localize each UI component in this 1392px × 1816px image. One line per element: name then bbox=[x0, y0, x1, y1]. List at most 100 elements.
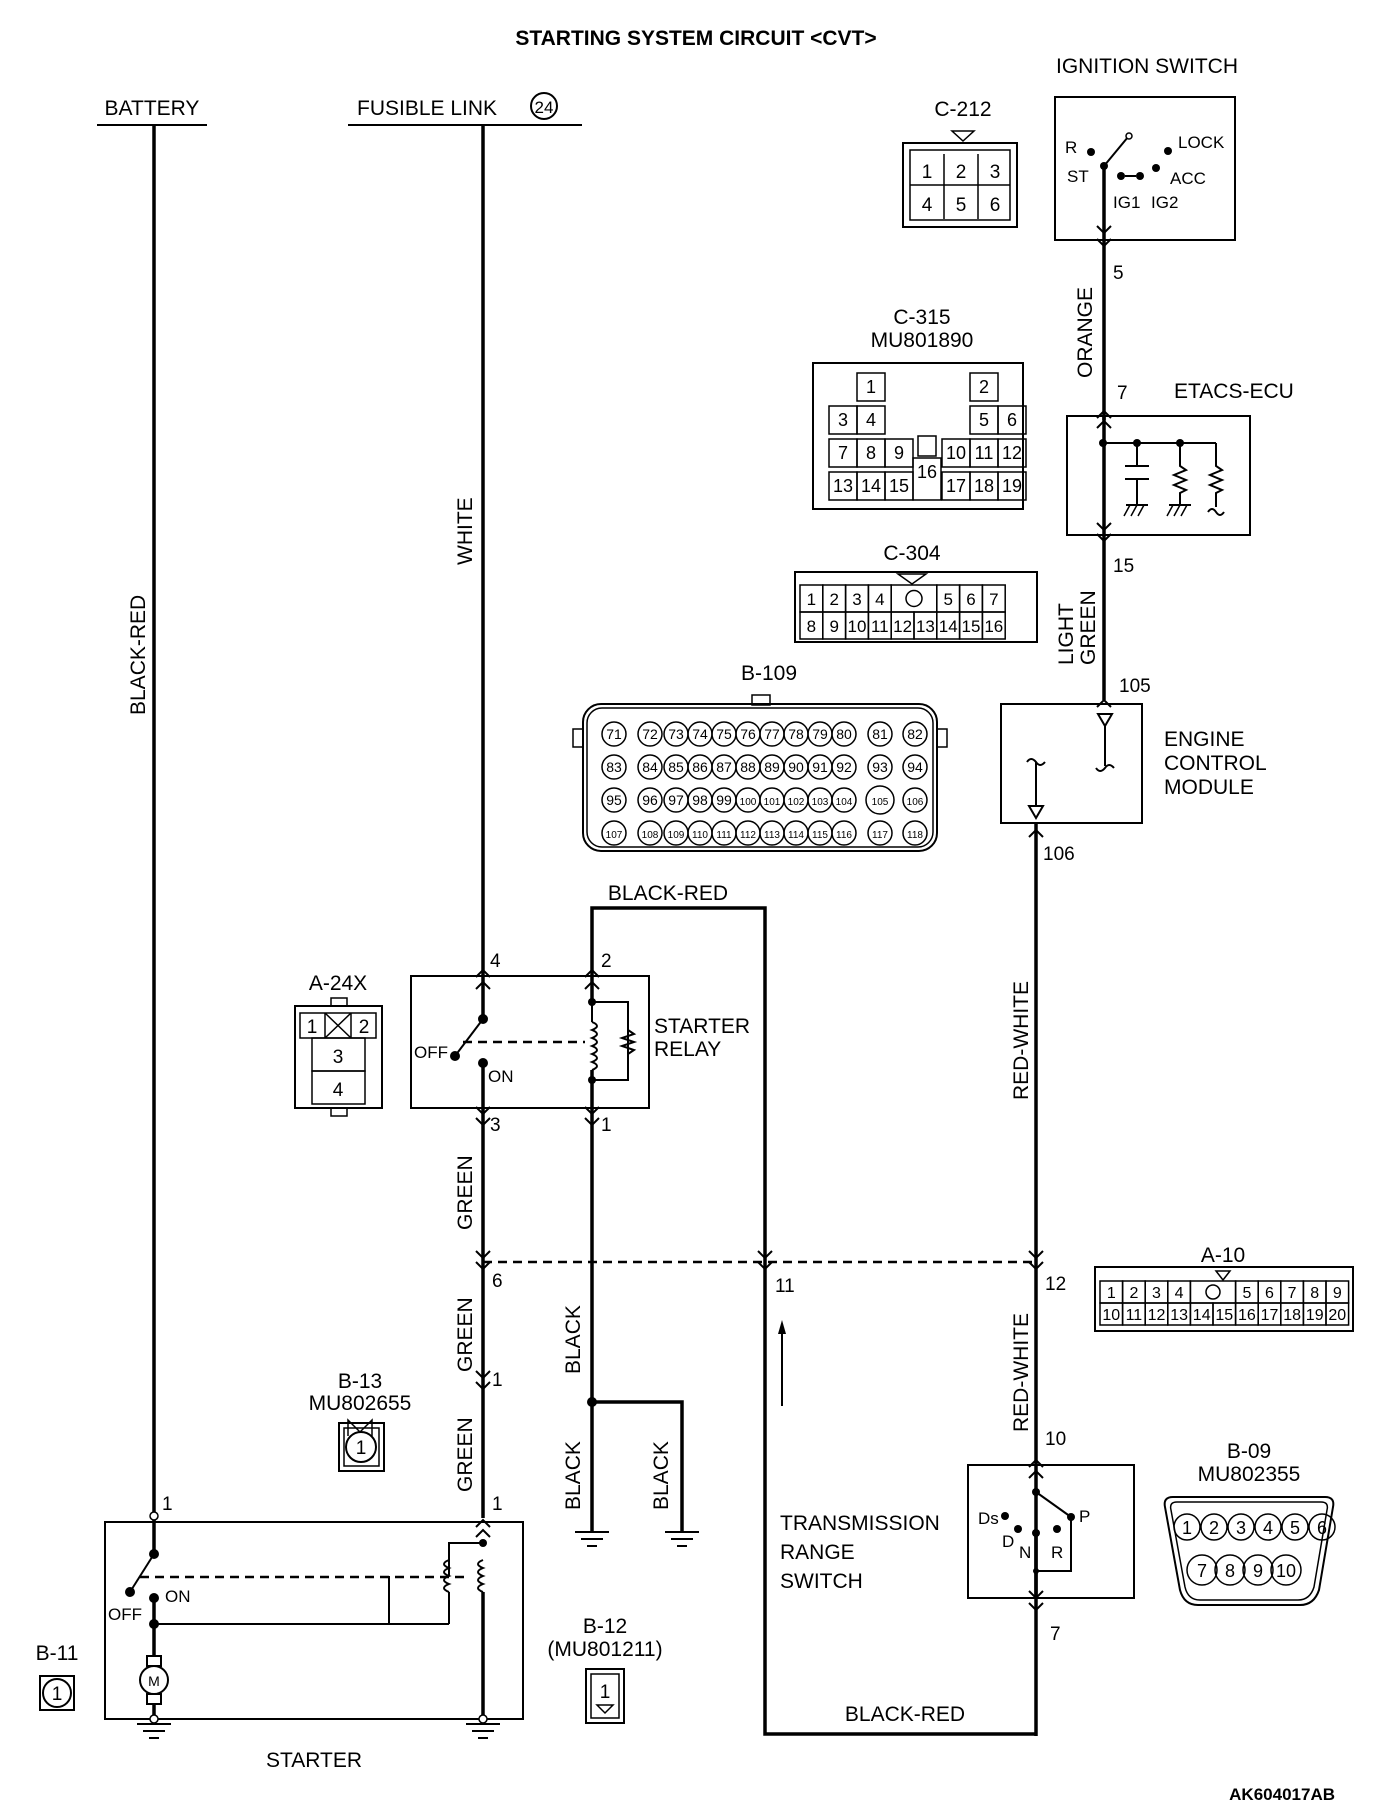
b09-pin-circle bbox=[1173, 1513, 1201, 1541]
a10-pin: 17 bbox=[1261, 1307, 1279, 1324]
terminal-chevron-icon bbox=[475, 1106, 491, 1116]
a10-pin: 11 bbox=[1126, 1307, 1143, 1324]
relay-switch-icon bbox=[450, 976, 585, 1108]
terminal-chevron-icon bbox=[1096, 238, 1112, 248]
b109-pin-circle bbox=[831, 787, 857, 813]
starter-pin-s: 1 bbox=[492, 1494, 503, 1515]
starter-motor-icon bbox=[139, 1655, 169, 1718]
c315-pin: 10 bbox=[946, 443, 966, 463]
a10-pin: 12 bbox=[1148, 1307, 1166, 1324]
c315-cell bbox=[997, 405, 1027, 435]
b109-pin: 82 bbox=[907, 726, 923, 742]
terminal-chevron-icon bbox=[584, 968, 600, 978]
c304-pin: 12 bbox=[893, 617, 912, 636]
b09-pin: 6 bbox=[1317, 1518, 1327, 1538]
c315-pin: 5 bbox=[979, 410, 989, 430]
starter-relay-label-1: STARTER bbox=[654, 1015, 750, 1038]
starter-relay-box[interactable] bbox=[410, 975, 650, 1109]
c315-pin: 15 bbox=[889, 476, 909, 496]
b109-pin-circle bbox=[637, 820, 663, 846]
b109-pin: 75 bbox=[716, 726, 732, 742]
black-red-wire[interactable] bbox=[590, 906, 1036, 1736]
c304-cell bbox=[890, 584, 938, 613]
c315-pin: 17 bbox=[946, 476, 966, 496]
ecm-internal-circuit-icon bbox=[1026, 713, 1115, 820]
b109-pin: 101 bbox=[764, 797, 781, 808]
b09-pin-circle bbox=[1281, 1513, 1309, 1541]
ign-pin-5: 5 bbox=[1113, 263, 1124, 284]
trs-pos-d: D bbox=[1002, 1532, 1014, 1551]
b109-pin-circle bbox=[831, 754, 857, 780]
motor-label: M bbox=[148, 1673, 160, 1689]
terminal-chevron-icon bbox=[1028, 1602, 1044, 1612]
b109-pin-circle bbox=[601, 721, 627, 747]
c212-connector bbox=[902, 130, 1018, 228]
ecm-label-2: CONTROL bbox=[1164, 752, 1267, 775]
ignition-switch-box[interactable] bbox=[1054, 96, 1236, 241]
c304-label: C-304 bbox=[883, 542, 941, 565]
trs-pos-r: R bbox=[1051, 1543, 1063, 1562]
trs-box[interactable] bbox=[967, 1464, 1135, 1599]
etacs-label: ETACS-ECU bbox=[1174, 380, 1294, 403]
b109-pin: 103 bbox=[812, 797, 829, 808]
c315-pin: 14 bbox=[861, 476, 881, 496]
terminal-chevron-icon bbox=[475, 968, 491, 978]
b09-pin: 2 bbox=[1209, 1518, 1219, 1538]
c315-latch-icon bbox=[917, 435, 937, 457]
ground-icon bbox=[137, 1723, 171, 1739]
c315-pin: 8 bbox=[866, 443, 876, 463]
trs-pos-ds: Ds bbox=[978, 1509, 999, 1528]
b09-pin: 10 bbox=[1276, 1561, 1296, 1581]
light-green-wire-color-2: GREEN bbox=[1077, 590, 1100, 665]
a24x-pin: 2 bbox=[359, 1017, 370, 1038]
c315-pin: 4 bbox=[866, 410, 876, 430]
relay-off-label: OFF bbox=[414, 1043, 448, 1062]
ign-pos-ig1: IG1 bbox=[1113, 193, 1140, 212]
relay-pin-1: 1 bbox=[601, 1115, 612, 1136]
c212-pin: 1 bbox=[922, 162, 933, 183]
relay-pin-3: 3 bbox=[490, 1115, 501, 1136]
starter-ground-terminal bbox=[478, 1714, 488, 1724]
ecm-box[interactable] bbox=[1000, 703, 1143, 824]
a10-pin: 7 bbox=[1288, 1285, 1297, 1302]
c304-pin: 5 bbox=[943, 590, 952, 609]
a10-pin: 6 bbox=[1265, 1285, 1274, 1302]
b109-pin: 85 bbox=[668, 759, 684, 775]
c315-pin: 1 bbox=[866, 377, 876, 397]
junction-pin-12: 12 bbox=[1045, 1274, 1066, 1295]
diagram-title: STARTING SYSTEM CIRCUIT <CVT> bbox=[515, 27, 876, 50]
b109-pin: 91 bbox=[812, 759, 828, 775]
b109-pin-circle bbox=[601, 820, 627, 846]
a24x-pin: 3 bbox=[333, 1047, 344, 1068]
terminal-chevron-icon bbox=[475, 1518, 491, 1528]
b09-pin: 8 bbox=[1225, 1561, 1235, 1581]
starter-switch-icon bbox=[125, 1520, 467, 1656]
ign-pos-acc: ACC bbox=[1170, 169, 1206, 188]
b12-connector bbox=[585, 1668, 625, 1724]
b109-pin: 74 bbox=[692, 726, 708, 742]
etacs-pin-out: 15 bbox=[1113, 556, 1134, 577]
c304-pin: 10 bbox=[848, 617, 867, 636]
black-wire-branch[interactable] bbox=[592, 1400, 684, 1532]
c212-pin: 2 bbox=[956, 162, 967, 183]
c304-pin: 15 bbox=[962, 617, 981, 636]
a10-pin: 15 bbox=[1215, 1307, 1233, 1324]
starter-label: STARTER bbox=[266, 1749, 362, 1772]
etacs-box[interactable] bbox=[1066, 415, 1251, 536]
b09-pin-circle bbox=[1227, 1513, 1255, 1541]
trs-label-3: SWITCH bbox=[780, 1570, 863, 1593]
terminal-chevron-icon bbox=[1028, 1458, 1044, 1468]
b12-label: B-12 bbox=[583, 1615, 627, 1638]
starter-on-label: ON bbox=[165, 1587, 191, 1606]
terminal-chevron-icon bbox=[475, 980, 491, 990]
b109-pin: 84 bbox=[642, 759, 658, 775]
b109-label: B-109 bbox=[741, 662, 797, 685]
c315-cell bbox=[884, 438, 914, 468]
b109-pin: 118 bbox=[907, 830, 923, 841]
a10-pin: 5 bbox=[1242, 1285, 1251, 1302]
terminal-chevron-icon bbox=[757, 1250, 773, 1260]
starter-box[interactable] bbox=[104, 1521, 524, 1720]
b109-pin: 87 bbox=[716, 759, 732, 775]
